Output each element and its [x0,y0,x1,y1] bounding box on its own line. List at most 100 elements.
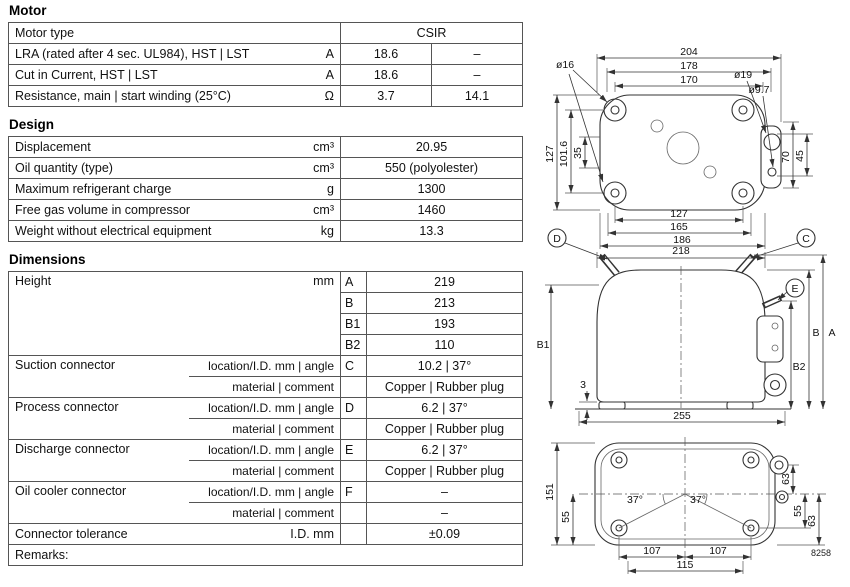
spec-unit: A [325,67,334,82]
table-row: material | comment Copper | Rubber plug [9,460,523,482]
compressor-bottom-outline [579,437,827,551]
dim-label: B [812,327,819,339]
dim-label: 63 [780,473,792,485]
spec-sublabel: location/I.D. mm | angle [188,439,341,461]
spec-value: 18.6 [340,43,432,65]
dim-value: 219 [366,271,523,293]
dim-value: Copper | Rubber plug [366,460,523,482]
callout-letter: E [791,283,798,295]
spec-unit: g [327,181,334,196]
table-row: Resistance, main | start winding (25°C) Ω… [8,85,523,107]
angle-label: 37° [690,494,706,506]
spec-label: Connector tolerance [15,526,128,541]
dim-label: 186 [673,234,691,246]
dim-label: 107 [709,545,727,557]
spec-value: – [431,64,523,86]
dim-letter: F [340,481,367,503]
dim-letter [340,376,367,398]
spec-value: 14.1 [431,85,523,107]
dim-label: 107 [643,545,661,557]
dim-label: B1 [537,339,550,351]
spec-label: Resistance, main | start winding (25°C) [15,88,231,103]
section-title-design: Design [9,117,55,132]
callout-letter: D [553,233,561,245]
spec-label: Oil quantity (type) [15,160,113,175]
spec-label: Cut in Current, HST | LST [15,67,158,82]
dim-label: 127 [544,145,556,163]
spec-unit: mm [313,274,334,288]
table-row: Suction connector location/I.D. mm | ang… [8,355,523,398]
compressor-side-outline [575,253,791,410]
table-row: LRA (rated after 4 sec. UL984), HST | LS… [8,43,523,65]
dim-label: 55 [792,505,804,517]
dim-value: 110 [366,334,523,356]
table-row: Discharge connector location/I.D. mm | a… [8,439,523,482]
dim-label: 204 [680,46,698,58]
dim-value: 6.2 | 37° [366,397,523,419]
spec-sublabel: location/I.D. mm | angle [188,355,341,377]
spec-unit: cm³ [313,139,334,154]
dim-label: 165 [670,221,688,233]
dim-label: 3 [580,379,586,391]
spec-sublabel: material | comment [188,460,341,482]
spec-value: 1460 [340,199,523,221]
spec-value: CSIR [340,22,523,44]
dim-letter [340,460,367,482]
table-row: material | comment Copper | Rubber plug [9,376,523,398]
spec-label: Oil cooler connector [8,481,189,524]
technical-drawings: 204 178 170 ø16 ø19 ø9.7 127 101.6 35 70… [535,0,850,587]
dim-label: 101.6 [558,141,570,167]
spec-value: – [431,43,523,65]
spec-unit: kg [320,223,334,238]
dim-letter: B [340,292,367,314]
spec-label: Discharge connector [8,439,189,482]
dim-label: B2 [793,361,806,373]
dim-label: 55 [560,511,572,523]
dim-label: 70 [780,151,792,163]
dim-label: 151 [544,483,556,501]
table-row: Oil cooler connector location/I.D. mm | … [8,481,523,524]
dim-value: 213 [366,292,523,314]
dim-value: – [366,502,523,524]
dim-label: 218 [672,245,690,257]
dim-label: A [828,327,835,339]
spec-label: Maximum refrigerant charge [15,181,172,196]
table-row: Remarks: [8,544,523,566]
table-row: Motor type CSIR [8,22,523,44]
spec-label: Weight without electrical equipment [15,223,212,238]
table-row: Oil quantity (type)cm³ 550 (polyolester) [8,157,523,179]
dim-value: 6.2 | 37° [366,439,523,461]
dim-letter: B1 [340,313,367,335]
spec-tables: Motor Motor type CSIR LRA (rated after 4… [8,3,523,566]
dim-letter: C [340,355,367,377]
spec-value: 3.7 [340,85,432,107]
spec-label: Height [15,274,52,288]
side-view-dimension-labels: D C E 218 B1 B A B2 3 255 [537,233,836,422]
bottom-view-drawing: 151 55 37° 37° 63 55 63 107 107 115 8258 [544,437,831,574]
spec-unit: Ω [324,88,334,103]
top-view-drawing: 204 178 170 ø16 ø19 ø9.7 127 101.6 35 70… [544,46,813,249]
spec-label: LRA (rated after 4 sec. UL984), HST | LS… [15,46,250,61]
spec-sublabel: material | comment [188,418,341,440]
spec-label: Suction connector [8,355,189,398]
section-title-motor: Motor [9,3,47,18]
callout-letter: C [802,233,810,245]
dim-letter [340,418,367,440]
spec-sublabel: location/I.D. mm | angle [188,481,341,503]
spec-unit: A [325,46,334,61]
dim-value: Copper | Rubber plug [366,376,523,398]
table-row: Process connector location/I.D. mm | ang… [8,397,523,440]
spec-label: Displacement [15,139,91,154]
dim-value: ±0.09 [366,523,523,545]
dim-letter: B2 [340,334,367,356]
spec-sublabel: material | comment [188,502,341,524]
dim-value: Copper | Rubber plug [366,418,523,440]
dim-label: 170 [680,74,698,86]
spec-unit: I.D. mm [290,526,334,541]
spec-label: Process connector [8,397,189,440]
